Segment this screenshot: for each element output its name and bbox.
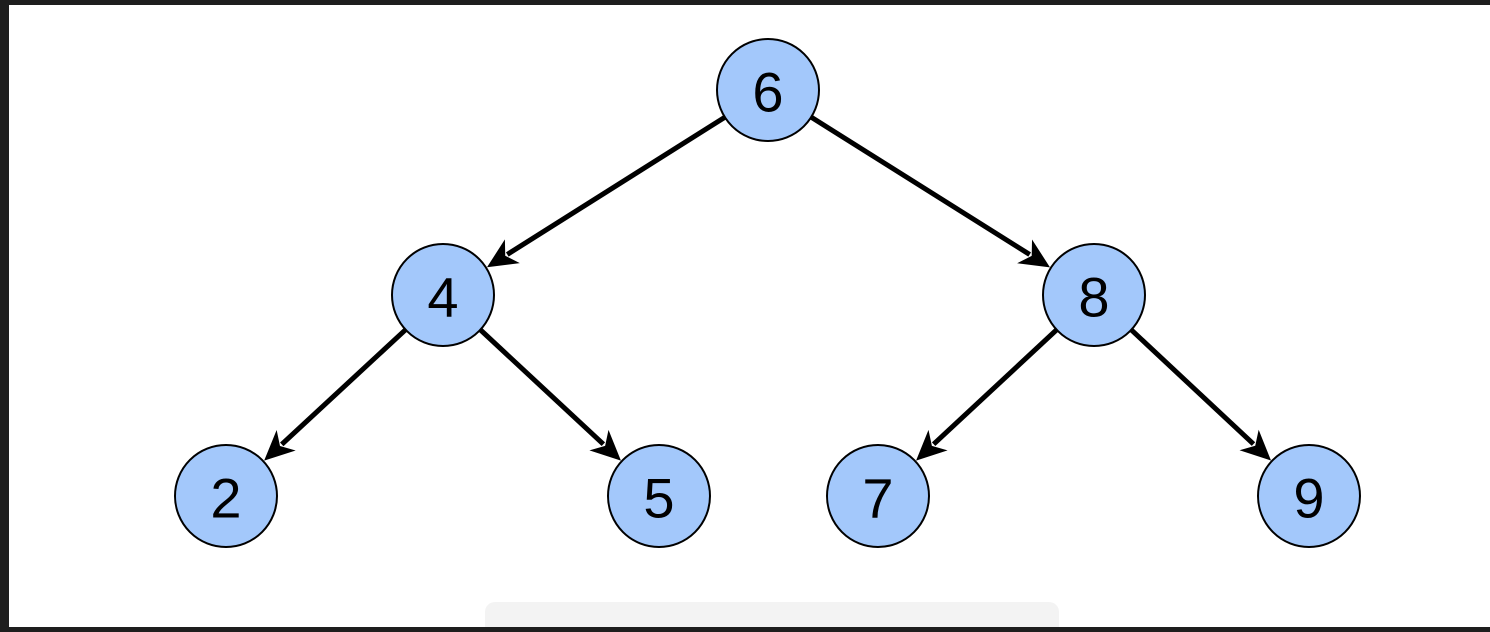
edge-arrow-6-to-8 [809, 115, 1050, 268]
tree-node-7: 7 [826, 444, 930, 548]
edge-line [478, 327, 606, 447]
node-circle [716, 38, 820, 142]
tree-node-9: 9 [1257, 444, 1361, 548]
tree-edges [264, 115, 1272, 461]
node-label: 5 [643, 467, 674, 530]
node-circle [826, 444, 930, 548]
node-circle [607, 444, 711, 548]
node-circle [1042, 243, 1146, 347]
node-circle [174, 444, 278, 548]
arrowhead-icon [264, 430, 296, 461]
tree-node-8: 8 [1042, 243, 1146, 347]
node-label: 7 [862, 467, 893, 530]
edge-arrow-6-to-4 [486, 115, 727, 268]
bottom-panel [485, 602, 1059, 627]
node-label: 6 [752, 61, 783, 124]
edge-line [505, 115, 727, 257]
edge-arrow-4-to-5 [478, 327, 621, 461]
edge-arrow-4-to-2 [264, 327, 408, 461]
tree-nodes: 6 4 8 2 5 7 9 [174, 38, 1361, 548]
node-label: 2 [210, 467, 241, 530]
edge-arrow-8-to-9 [1129, 328, 1272, 461]
node-label: 9 [1293, 467, 1324, 530]
edge-line [809, 115, 1031, 257]
arrowhead-icon [589, 429, 621, 461]
arrowhead-icon [1017, 239, 1050, 268]
tree-node-5: 5 [607, 444, 711, 548]
edge-line [280, 327, 408, 447]
edge-line [1129, 328, 1256, 446]
tree-node-2: 2 [174, 444, 278, 548]
diagram-canvas: 6 4 8 2 5 7 9 [9, 5, 1490, 627]
binary-tree-diagram: 6 4 8 2 5 7 9 [174, 38, 1361, 548]
node-label: 4 [427, 266, 458, 329]
edge-line [931, 327, 1059, 447]
arrowhead-icon [486, 239, 520, 268]
node-circle [391, 243, 495, 347]
tree-node-6: 6 [716, 38, 820, 142]
arrowhead-icon [916, 429, 948, 461]
edge-arrow-8-to-7 [916, 327, 1059, 461]
node-label: 8 [1078, 266, 1109, 329]
tree-node-4: 4 [391, 243, 495, 347]
window-border [0, 627, 1490, 632]
arrowhead-icon [1239, 429, 1272, 461]
node-circle [1257, 444, 1361, 548]
